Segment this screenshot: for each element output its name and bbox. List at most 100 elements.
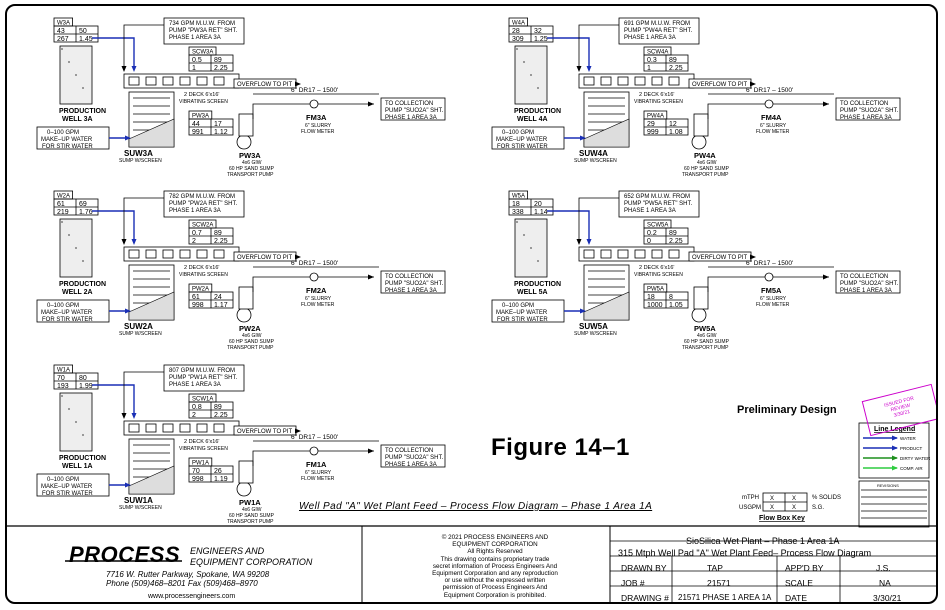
job-label: JOB #	[621, 578, 645, 588]
suw-label: SUW2A	[124, 322, 153, 331]
pw-value: 1000	[647, 302, 663, 309]
scw-value: 0.8	[192, 404, 202, 411]
screen-panel	[600, 76, 612, 86]
company-sub1: ENGINEERS AND	[190, 546, 265, 556]
suw-label: SUW1A	[124, 496, 153, 505]
legend-item-label: WATER	[900, 436, 916, 441]
well-speckle	[82, 434, 84, 436]
sump-sand	[128, 118, 175, 148]
collection-box	[835, 97, 901, 121]
flow-arrow	[823, 274, 829, 280]
production-label: PRODUCTION	[59, 455, 106, 462]
screen-panel	[196, 249, 208, 259]
flow-meter-icon	[764, 272, 774, 282]
pw-value: 70	[192, 468, 200, 475]
company-address: 7716 W. Rutter Parkway, Spokane, WA 9920…	[106, 570, 270, 579]
sump-desc: SUMP W/SCREEN	[119, 158, 162, 164]
well-value: 80	[79, 375, 87, 382]
screen-panel	[213, 76, 225, 86]
pump-desc2: 60 HP SAND SUMP	[229, 166, 275, 172]
copyright-line: © 2021 PROCESS ENGINEERS AND	[441, 534, 549, 541]
well-value: 43	[57, 28, 65, 35]
pump-desc1: 4x6 GIW	[242, 333, 262, 339]
preliminary-design-label: Preliminary Design	[737, 404, 837, 416]
flow-meter-desc2: FLOW METER	[301, 476, 335, 482]
flow-arrow	[121, 413, 127, 419]
flow-arrow	[368, 274, 374, 280]
well-tag: W3A	[57, 21, 70, 27]
product-line	[92, 37, 135, 69]
title-block-grid	[7, 525, 936, 602]
makeup-line3: FOR STIR WATER	[497, 317, 548, 323]
screen-panel	[213, 249, 225, 259]
collection-line1: TO COLLECTION	[840, 101, 888, 107]
revisions-block: REVISIONS	[858, 480, 930, 528]
flow-arrow	[295, 428, 301, 434]
screen-panel	[600, 249, 612, 259]
sump-desc: SUMP W/SCREEN	[574, 331, 617, 337]
screen-panel	[196, 76, 208, 86]
scw-tag: SCW4A	[647, 50, 668, 56]
pw-tag: PW4A	[647, 114, 664, 120]
scw-value: 2	[192, 238, 196, 245]
flow-arrow	[131, 66, 137, 72]
scw-tag: SCW5A	[647, 223, 668, 229]
pump-label: PW2A	[239, 324, 261, 333]
screen-panel	[128, 423, 140, 433]
collection-box	[380, 444, 446, 468]
well-value: 20	[534, 201, 542, 208]
production-label: PRODUCTION	[59, 281, 106, 288]
scw-value: 1	[192, 65, 196, 72]
scw-tag: SCW3A	[192, 50, 213, 56]
pw-value: 1.19	[214, 476, 228, 483]
flow-meter-desc1: 6" SLURRY	[305, 470, 332, 476]
project-subtitle: 315 Mtph Well Pad "A" Wet Plant Feed– Pr…	[618, 548, 872, 558]
flow-arrow	[823, 101, 829, 107]
screen-panel	[162, 76, 174, 86]
screen-panel	[179, 423, 191, 433]
drawn-by-value: TAP	[707, 563, 723, 573]
muw-source-line1: 691 GPM M.U.W. FROM	[624, 21, 690, 27]
sump-desc: SUMP W/SCREEN	[574, 158, 617, 164]
production-well-label: WELL 3A	[62, 116, 93, 123]
company-sub2: EQUIPMENT CORPORATION	[190, 557, 313, 567]
makeup-line2: MAKE–UP WATER	[496, 137, 548, 143]
muw-source-box	[163, 17, 245, 45]
scw-value: 2.25	[214, 412, 228, 419]
flow-meter-label: FM4A	[761, 113, 782, 122]
scw-value: 0.5	[192, 57, 202, 64]
well-speckle	[61, 221, 63, 223]
screen-panel	[634, 249, 646, 259]
collection-line1: TO COLLECTION	[840, 274, 888, 280]
muw-line	[123, 371, 164, 416]
flow-arrow	[368, 448, 374, 454]
pump-label: PW1A	[239, 498, 261, 507]
collection-box	[380, 270, 446, 294]
drawing-value: 21571 PHASE 1 AREA 1A	[678, 593, 772, 602]
scw-value: 2.25	[214, 238, 228, 245]
muw-source-line3: PHASE 1 AREA 3A	[624, 208, 676, 214]
well-speckle	[61, 395, 63, 397]
flow-arrow	[368, 101, 374, 107]
pipe-spec-label: 6" DR17 – 1500'	[291, 434, 338, 441]
flow-arrow	[586, 239, 592, 245]
well-tag: W2A	[57, 194, 70, 200]
screen-panel	[583, 76, 595, 86]
pw-tag: PW2A	[192, 287, 209, 293]
well-speckle	[82, 260, 84, 262]
scw-value: 89	[669, 57, 677, 64]
date-label: DATE	[785, 593, 808, 603]
scw-value: 0.2	[647, 230, 657, 237]
pump-column	[238, 286, 254, 310]
well-value: 219	[57, 209, 69, 216]
legend-item-label: PRODUCT	[900, 446, 923, 451]
screen-deck-label: 2 DECK 6'x16'	[184, 92, 219, 98]
well-value: 69	[79, 201, 87, 208]
key-x: X	[770, 496, 774, 502]
production-well-label: WELL 5A	[517, 289, 548, 296]
pw-tag: PW1A	[192, 461, 209, 467]
flow-arrow	[750, 254, 756, 260]
well-value: 1.25	[534, 36, 548, 43]
scw-value: 2.25	[669, 238, 683, 245]
well-value: 18	[512, 201, 520, 208]
